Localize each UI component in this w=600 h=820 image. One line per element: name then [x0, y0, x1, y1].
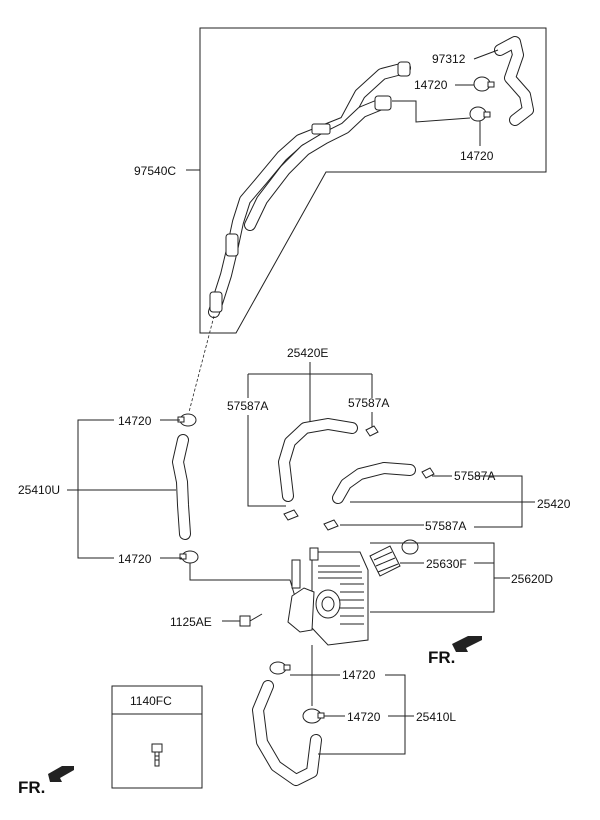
label-25620D: 25620D	[511, 572, 553, 586]
pipe-assembly-97540C	[208, 61, 411, 318]
label-14720-bot-a: 14720	[342, 668, 376, 682]
inset-box-outline	[199, 27, 547, 334]
clamp-14720-lower	[179, 550, 199, 564]
hose-25420	[332, 462, 416, 504]
label-14720-bot-b: 14720	[347, 710, 381, 724]
hose-97312	[494, 36, 534, 126]
part-box-1140FC	[111, 685, 203, 789]
fr-mark-left: FR.	[18, 778, 45, 797]
label-1125AE: 1125AE	[170, 615, 212, 629]
label-57587A-1: 57587A	[227, 399, 268, 413]
direction-arrow-icon	[48, 766, 74, 782]
clip-57587A-d	[323, 519, 339, 531]
hose-25410U	[172, 434, 191, 540]
clip-57587A-c	[421, 467, 435, 479]
label-97540C: 97540C	[134, 164, 176, 178]
clamp-14720-bot-b	[302, 708, 325, 724]
clamp-14720-bot-a	[269, 661, 291, 675]
label-25630F: 25630F	[426, 557, 467, 571]
clip-57587A-a	[365, 425, 379, 437]
label-14720-top-a: 14720	[414, 78, 448, 92]
label-25420: 25420	[537, 497, 571, 511]
oil-cooler-25620D	[287, 547, 369, 646]
hose-25420E	[278, 418, 358, 502]
bolt-1140FC	[151, 743, 163, 767]
hose-25410L	[252, 680, 322, 786]
filter-25630F	[369, 539, 419, 577]
label-25410L: 25410L	[416, 710, 456, 724]
label-25420E: 25420E	[287, 346, 328, 360]
clip-57587A-b	[283, 509, 299, 521]
label-97312: 97312	[432, 52, 466, 66]
clamp-14720-top-b	[469, 106, 491, 122]
label-1140FC: 1140FC	[130, 694, 172, 708]
fr-mark-right: FR.	[428, 648, 455, 667]
label-25410U: 25410U	[18, 483, 60, 497]
label-57587A-2: 57587A	[348, 396, 389, 410]
direction-arrow-icon	[452, 636, 482, 652]
label-57587A-4: 57587A	[425, 519, 466, 533]
label-14720-lower: 14720	[118, 552, 152, 566]
clamp-14720-top-a	[473, 76, 495, 92]
label-57587A-3: 57587A	[454, 469, 495, 483]
bolt-1125AE	[239, 613, 263, 627]
label-14720-top-b: 14720	[460, 149, 494, 163]
clamp-14720-upper	[177, 413, 197, 427]
label-14720-upper: 14720	[118, 414, 152, 428]
